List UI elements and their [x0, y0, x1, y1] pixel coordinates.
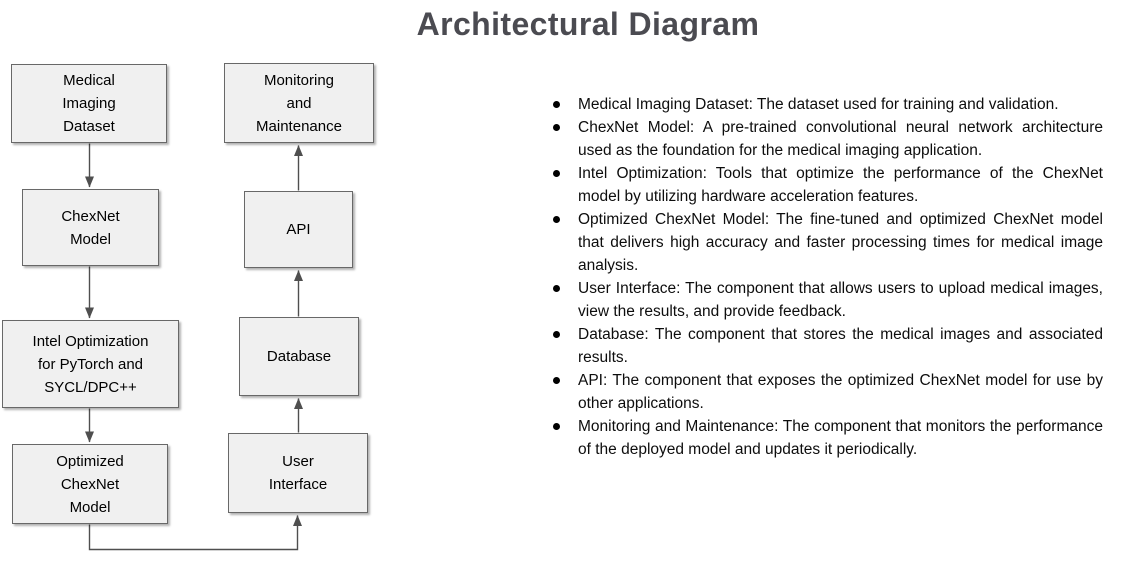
bullet-icon [553, 101, 560, 108]
note-text: User Interface: The component that allow… [578, 280, 1103, 320]
note-text: API: The component that exposes the opti… [578, 372, 1103, 412]
bullet-icon [553, 124, 560, 131]
note-text: Monitoring and Maintenance: The componen… [578, 418, 1103, 458]
note-text: Medical Imaging Dataset: The dataset use… [578, 96, 1059, 113]
list-item-intel-optimization: Intel Optimization: Tools that optimize … [546, 162, 1103, 208]
node-chexnet-model: ChexNet Model [22, 189, 159, 266]
node-medical-imaging-dataset: Medical Imaging Dataset [11, 64, 167, 143]
bullet-icon [553, 423, 560, 430]
list-item-database: Database: The component that stores the … [546, 323, 1103, 369]
bullet-icon [553, 331, 560, 338]
list-item-optimized-chexnet-model: Optimized ChexNet Model: The fine-tuned … [546, 208, 1103, 277]
bullet-icon [553, 170, 560, 177]
component-notes-list: Medical Imaging Dataset: The dataset use… [546, 93, 1103, 461]
bullet-icon [553, 377, 560, 384]
note-text: Optimized ChexNet Model: The fine-tuned … [578, 211, 1103, 274]
note-text: Intel Optimization: Tools that optimize … [578, 165, 1103, 205]
note-text: ChexNet Model: A pre-trained convolution… [578, 119, 1103, 159]
list-item-chexnet-model: ChexNet Model: A pre-trained convolution… [546, 116, 1103, 162]
node-user-interface: User Interface [228, 433, 368, 513]
node-intel-optimization: Intel Optimization for PyTorch and SYCL/… [2, 320, 179, 408]
bullet-icon [553, 285, 560, 292]
node-api: API [244, 191, 353, 268]
node-optimized-chexnet-model: Optimized ChexNet Model [12, 444, 168, 524]
list-item-monitoring-and-maintenance: Monitoring and Maintenance: The componen… [546, 415, 1103, 461]
list-item-medical-imaging-dataset: Medical Imaging Dataset: The dataset use… [546, 93, 1103, 116]
node-monitoring-and-maintenance: Monitoring and Maintenance [224, 63, 374, 143]
node-database: Database [239, 317, 359, 396]
list-item-api: API: The component that exposes the opti… [546, 369, 1103, 415]
note-text: Database: The component that stores the … [578, 326, 1103, 366]
list-item-user-interface: User Interface: The component that allow… [546, 277, 1103, 323]
page-title: Architectural Diagram [416, 6, 760, 42]
bullet-icon [553, 216, 560, 223]
